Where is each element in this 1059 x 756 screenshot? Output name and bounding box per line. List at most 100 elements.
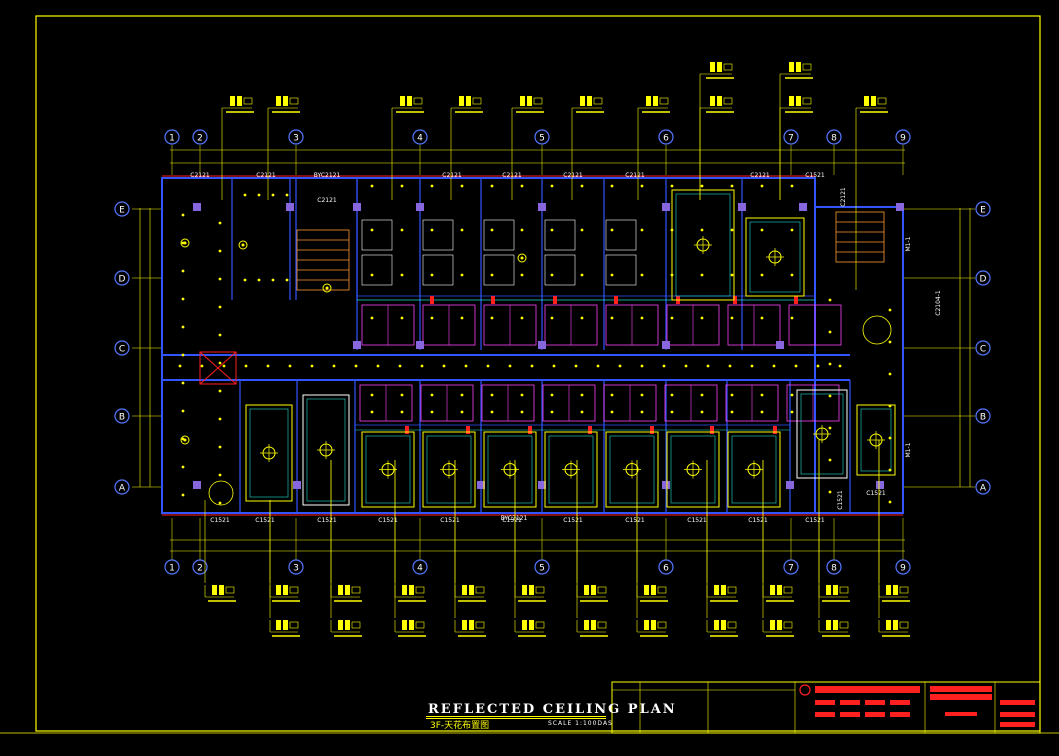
building-outline	[161, 177, 904, 514]
tag-bottom-8: C1521	[687, 517, 707, 524]
svg-text:D: D	[980, 275, 987, 285]
tag-side-0: C2121	[840, 187, 847, 207]
svg-text:8: 8	[831, 134, 837, 144]
svg-text:7: 7	[788, 134, 794, 144]
elevator	[199, 351, 237, 385]
tag-top-4: C2121	[442, 172, 462, 179]
material-callouts	[204, 62, 910, 637]
grid-bubble-bottom-6: 6	[658, 559, 674, 575]
svg-text:7: 7	[788, 564, 794, 574]
dimension-top	[170, 149, 905, 164]
svg-text:D: D	[119, 275, 126, 285]
svg-text:1: 1	[169, 134, 175, 144]
tag-top-0: C2121	[190, 172, 210, 179]
tag-top-9: C1521	[805, 172, 825, 179]
tag-top-1: C2121	[256, 172, 276, 179]
grid-bubble-top-9: 9	[895, 129, 911, 145]
drawing-subtitle: 3F-天花布置图	[430, 721, 490, 731]
grid-bubble-top-2: 2	[192, 129, 208, 145]
dimension-bottom	[170, 539, 905, 552]
grid-bubble-left-D: D	[114, 270, 130, 286]
tag-top-6: C2121	[563, 172, 583, 179]
svg-text:B: B	[119, 413, 125, 423]
svg-text:3: 3	[293, 134, 299, 144]
grid-bubble-bottom-4: 4	[412, 559, 428, 575]
ceiling-panels	[245, 189, 896, 508]
svg-text:8: 8	[831, 564, 837, 574]
title-block	[611, 681, 1041, 734]
grid-bubble-right-E: E	[975, 201, 991, 217]
grid-bubble-top-7: 7	[783, 129, 799, 145]
dimension-left	[139, 208, 151, 487]
tag-side-3: M1-1	[905, 236, 912, 251]
tag-bottom-4: C1521	[440, 517, 460, 524]
svg-text:B: B	[980, 413, 986, 423]
tag-top-7: C2121	[625, 172, 645, 179]
svg-text:2: 2	[197, 134, 203, 144]
svg-text:A: A	[980, 484, 987, 494]
svg-text:9: 9	[900, 564, 906, 574]
tag-bottom-11: C1521	[866, 490, 886, 497]
tag-bottom-5: C1521	[502, 517, 522, 524]
tag-bottom-9: C1521	[748, 517, 768, 524]
tag-bottom-2: C1521	[317, 517, 337, 524]
svg-text:1: 1	[169, 564, 175, 574]
tag-top-2: BYC2121	[314, 172, 341, 179]
grid-bubble-bottom-7: 7	[783, 559, 799, 575]
stair-left	[296, 229, 350, 291]
drawing-title: REFLECTED CEILING PLAN	[428, 702, 677, 717]
grid-bubble-top-1: 1	[164, 129, 180, 145]
grid-bubble-top-8: 8	[826, 129, 842, 145]
grid-bubble-top-4: 4	[412, 129, 428, 145]
tag-side-5: BYC2121	[501, 515, 528, 522]
grid-bubble-top-6: 6	[658, 129, 674, 145]
grid-bubble-bottom-3: 3	[288, 559, 304, 575]
svg-text:E: E	[119, 206, 125, 216]
dimension-right	[959, 208, 971, 487]
grid-bubble-right-A: A	[975, 479, 991, 495]
grid-bubble-bottom-8: 8	[826, 559, 842, 575]
grid-bubble-right-B: B	[975, 408, 991, 424]
grid-bubble-right-C: C	[975, 340, 991, 356]
tag-top-3: C2121	[317, 197, 337, 204]
tag-side-4: M1-1	[905, 442, 912, 457]
svg-text:2: 2	[197, 564, 203, 574]
tag-bottom-3: C1521	[378, 517, 398, 524]
tag-side-2: C1521	[837, 490, 844, 510]
svg-text:5: 5	[539, 134, 545, 144]
grid-bubble-bottom-2: 2	[192, 559, 208, 575]
grid-bubble-top-5: 5	[534, 129, 550, 145]
room-partitions	[193, 178, 904, 513]
wall-hatch	[162, 175, 903, 516]
grid-bubble-left-A: A	[114, 479, 130, 495]
svg-text:4: 4	[417, 134, 423, 144]
sheet-frame	[35, 15, 1041, 732]
tag-bottom-6: C1521	[563, 517, 583, 524]
tag-bottom-7: C1521	[625, 517, 645, 524]
svg-text:A: A	[119, 484, 126, 494]
grid-bubble-bottom-1: 1	[164, 559, 180, 575]
grid-lines	[132, 145, 975, 560]
tag-bottom-0: C1521	[210, 517, 230, 524]
svg-text:3: 3	[293, 564, 299, 574]
grid-bubble-right-D: D	[975, 270, 991, 286]
tag-side-1: C2104-1	[935, 290, 942, 316]
stair-right	[835, 211, 885, 263]
tag-top-8: C2121	[750, 172, 770, 179]
svg-text:C: C	[119, 345, 125, 355]
svg-text:6: 6	[663, 134, 669, 144]
grid-bubble-left-E: E	[114, 201, 130, 217]
downlights	[178, 184, 892, 505]
grid-bubble-bottom-9: 9	[895, 559, 911, 575]
grid-bubble-top-3: 3	[288, 129, 304, 145]
tag-bottom-1: C1521	[255, 517, 275, 524]
grid-bubble-left-B: B	[114, 408, 130, 424]
grid-bubble-bottom-5: 5	[534, 559, 550, 575]
svg-text:C: C	[980, 345, 986, 355]
svg-text:6: 6	[663, 564, 669, 574]
svg-text:9: 9	[900, 134, 906, 144]
grid-bubble-left-C: C	[114, 340, 130, 356]
